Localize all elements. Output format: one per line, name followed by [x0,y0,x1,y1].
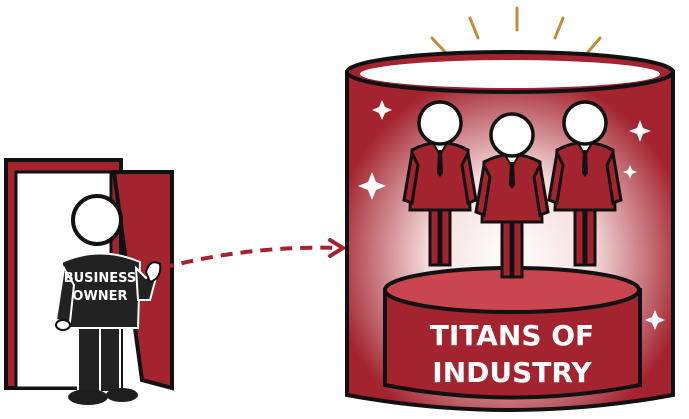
dashed-arrow-icon [161,238,347,270]
pedestal-label-line1: TITANS OF [430,319,594,352]
owner-label-line2: OWNER [72,289,127,304]
owner-label-line1: BUSINESS [64,271,137,286]
sparkle-icon [358,100,665,330]
titans-figures [402,100,623,279]
pedestal-label-line2: INDUSTRY [432,356,592,389]
person-icon [54,194,162,405]
pedestal [383,266,642,400]
burst-lines [406,6,627,68]
